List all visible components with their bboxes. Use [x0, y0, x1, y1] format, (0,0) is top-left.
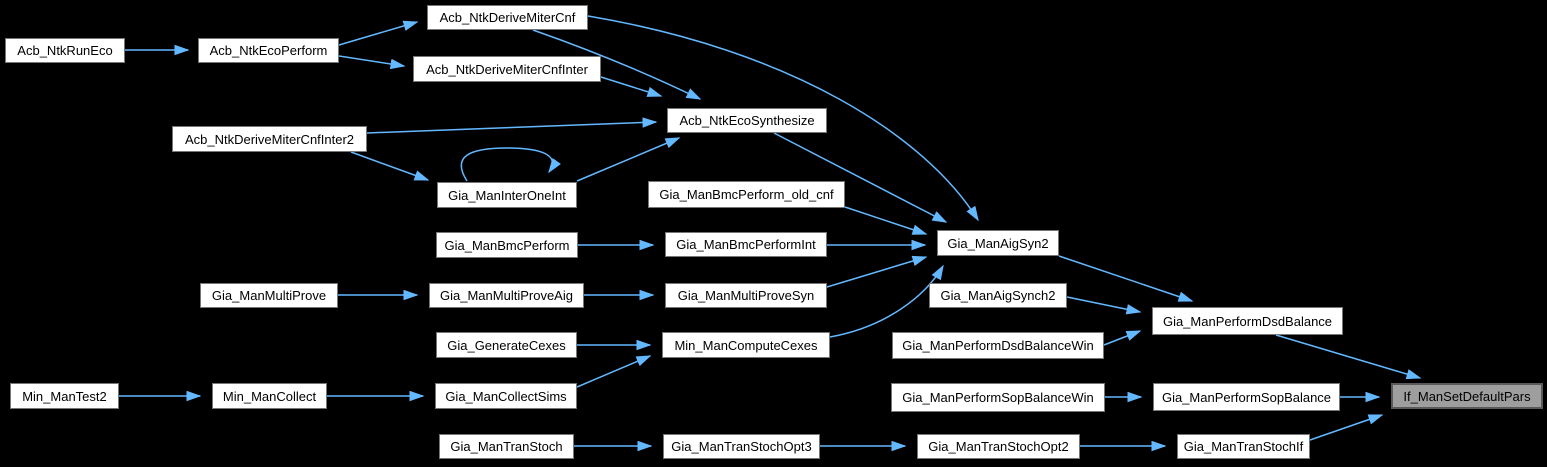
edge-Gia_ManBmcPerform_old_cnf-to-Gia_ManAigSyn2 [844, 206, 928, 235]
node-Acb_NtkEcoPerform[interactable]: Acb_NtkEcoPerform [198, 38, 339, 63]
node-Gia_ManPerformDsdBalance[interactable]: Gia_ManPerformDsdBalance [1152, 307, 1343, 335]
node-Min_ManTest2[interactable]: Min_ManTest2 [10, 383, 119, 409]
node-Min_ManCollect[interactable]: Min_ManCollect [212, 383, 327, 409]
edge-Gia_ManAigSynch2-to-Gia_ManPerformDsdBalance [1066, 296, 1142, 315]
edge-Acb_NtkEcoSynthesize-to-Gia_ManAigSyn2 [773, 132, 948, 223]
edge-Acb_NtkDeriveMiterCnfInter-to-Acb_NtkEcoSynthesize [600, 76, 663, 97]
node-Gia_ManPerformSopBalanceWin[interactable]: Gia_ManPerformSopBalanceWin [891, 383, 1105, 412]
node-Gia_ManTranStochOpt3[interactable]: Gia_ManTranStochOpt3 [663, 434, 820, 459]
node-Acb_NtkRunEco[interactable]: Acb_NtkRunEco [5, 38, 125, 63]
edge-Gia_ManPerformDsdBalanceWin-to-Gia_ManPerformDsdBalance [1103, 330, 1142, 346]
node-Gia_GenerateCexes[interactable]: Gia_GenerateCexes [436, 332, 577, 358]
node-Gia_ManPerformDsdBalanceWin[interactable]: Gia_ManPerformDsdBalanceWin [892, 332, 1104, 359]
edge-Acb_NtkEcoPerform-to-Acb_NtkDeriveMiterCnf [338, 20, 419, 46]
node-Gia_ManTranStochOpt2[interactable]: Gia_ManTranStochOpt2 [917, 434, 1080, 459]
node-Gia_ManTranStochIf[interactable]: Gia_ManTranStochIf [1177, 434, 1310, 459]
edge-Acb_NtkDeriveMiterCnf-to-Gia_ManAigSyn2 [587, 15, 979, 222]
edge-Gia_ManAigSyn2-to-Gia_ManPerformDsdBalance [1058, 255, 1194, 302]
node-Acb_NtkEcoSynthesize[interactable]: Acb_NtkEcoSynthesize [667, 108, 827, 133]
edge-Gia_ManMultiProveSyn-to-Gia_ManAigSyn2 [826, 255, 928, 288]
node-Acb_NtkDeriveMiterCnf[interactable]: Acb_NtkDeriveMiterCnf [427, 5, 588, 30]
edge-Acb_NtkDeriveMiterCnfInter2-to-Gia_ManInterOneInt [350, 151, 430, 181]
edge-Gia_ManPerformDsdBalance-to-If_ManSetDefaultPars [1275, 334, 1422, 380]
edge-Min_ManComputeCexes-to-Gia_ManAigSyn2 [829, 264, 944, 338]
node-Gia_ManBmcPerform[interactable]: Gia_ManBmcPerform [436, 232, 578, 258]
node-Acb_NtkDeriveMiterCnfInter2[interactable]: Acb_NtkDeriveMiterCnfInter2 [172, 126, 367, 152]
edge-Acb_NtkDeriveMiterCnfInter2-to-Acb_NtkEcoSynthesize [366, 117, 658, 134]
node-Gia_ManInterOneInt[interactable]: Gia_ManInterOneInt [437, 182, 577, 208]
edge-Gia_ManInterOneInt-to-Gia_ManInterOneInt [460, 147, 562, 182]
node-Gia_ManPerformSopBalance[interactable]: Gia_ManPerformSopBalance [1153, 383, 1340, 411]
edge-Acb_NtkEcoPerform-to-Acb_NtkDeriveMiterCnfInter [338, 55, 406, 70]
edge-Gia_ManInterOneInt-to-Acb_NtkEcoSynthesize [576, 137, 681, 182]
node-Gia_ManBmcPerformInt[interactable]: Gia_ManBmcPerformInt [665, 232, 827, 257]
node-Gia_ManMultiProve[interactable]: Gia_ManMultiProve [200, 283, 338, 308]
edge-Gia_ManCollectSims-to-Min_ManComputeCexes [576, 355, 652, 388]
node-Gia_ManAigSyn2[interactable]: Gia_ManAigSyn2 [937, 230, 1059, 256]
edge-Acb_NtkDeriveMiterCnf-to-Acb_NtkEcoSynthesize [532, 29, 702, 100]
node-Gia_ManTranStoch[interactable]: Gia_ManTranStoch [439, 434, 574, 459]
node-Gia_ManAigSynch2[interactable]: Gia_ManAigSynch2 [929, 283, 1067, 308]
node-Acb_NtkDeriveMiterCnfInter[interactable]: Acb_NtkDeriveMiterCnfInter [413, 56, 601, 82]
node-Gia_ManMultiProveSyn[interactable]: Gia_ManMultiProveSyn [665, 283, 827, 308]
edge-Gia_ManTranStochIf-to-If_ManSetDefaultPars [1309, 414, 1384, 441]
node-Gia_ManCollectSims[interactable]: Gia_ManCollectSims [435, 383, 577, 409]
node-Gia_ManBmcPerform_old_cnf[interactable]: Gia_ManBmcPerform_old_cnf [648, 181, 845, 208]
node-If_ManSetDefaultPars[interactable]: If_ManSetDefaultPars [1391, 383, 1543, 409]
node-Gia_ManMultiProveAig[interactable]: Gia_ManMultiProveAig [429, 283, 584, 308]
node-Min_ManComputeCexes[interactable]: Min_ManComputeCexes [662, 332, 830, 358]
